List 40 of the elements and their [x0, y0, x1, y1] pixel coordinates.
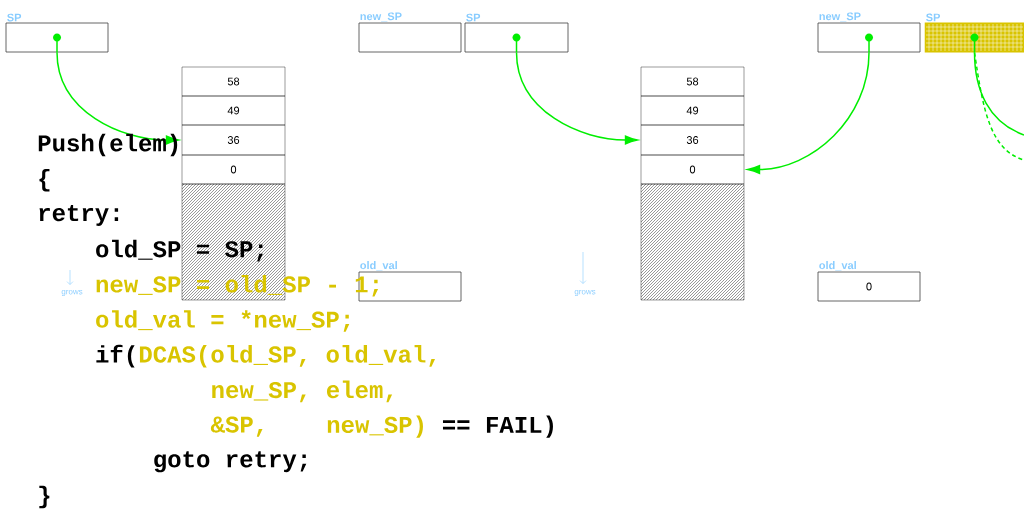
code-line: if(	[96, 344, 135, 368]
node-label: new_SP	[819, 12, 861, 22]
node-label: new_SP	[360, 12, 402, 22]
code-line: == FAIL)	[443, 415, 553, 438]
code-line: new_SP)	[327, 415, 423, 438]
stack-cell: 0	[640, 154, 745, 185]
code-line: goto retry;	[154, 451, 307, 473]
node-label: SP	[926, 13, 941, 22]
stack-cell: 36	[181, 124, 286, 156]
arrow	[56, 51, 179, 145]
stack-cell: 0	[181, 154, 286, 185]
code-line: new_SP = old_SP - 1;	[96, 275, 379, 297]
register-box: SP	[464, 13, 569, 53]
stack-cell: 58	[640, 66, 745, 97]
code-line: Push(elem)	[38, 133, 178, 157]
stack-cell: 49	[181, 95, 286, 126]
code-line: old_val = *new_SP;	[96, 310, 350, 332]
node-label: SP	[466, 13, 481, 22]
code-line: old_SP = SP;	[96, 239, 263, 262]
stack-cell: 36	[640, 124, 745, 156]
register-box: new_SP	[817, 12, 921, 53]
direction-label: grows	[574, 290, 596, 296]
code-line: {	[39, 169, 50, 192]
code-line: new_SP, elem,	[212, 380, 393, 403]
node-label: old_val	[360, 261, 397, 271]
register-box: SP	[5, 13, 109, 53]
code-line: retry:	[39, 204, 119, 226]
code-line: }	[39, 485, 50, 509]
hatched-region	[640, 183, 745, 301]
code-line: &SP,	[210, 416, 263, 437]
node-label: SP	[7, 13, 22, 22]
register-box: SP	[924, 13, 1024, 53]
node-label: old_val	[819, 261, 856, 271]
direction-label: grows	[61, 290, 83, 296]
stack-cell: 49	[640, 95, 745, 126]
arrow	[515, 51, 638, 145]
stack-cell: 58	[181, 66, 286, 97]
register-box: new_SP	[358, 12, 462, 53]
code-line: DCAS(old_SP, old_val,	[139, 345, 436, 368]
register-box: 0 old_val	[817, 261, 921, 302]
